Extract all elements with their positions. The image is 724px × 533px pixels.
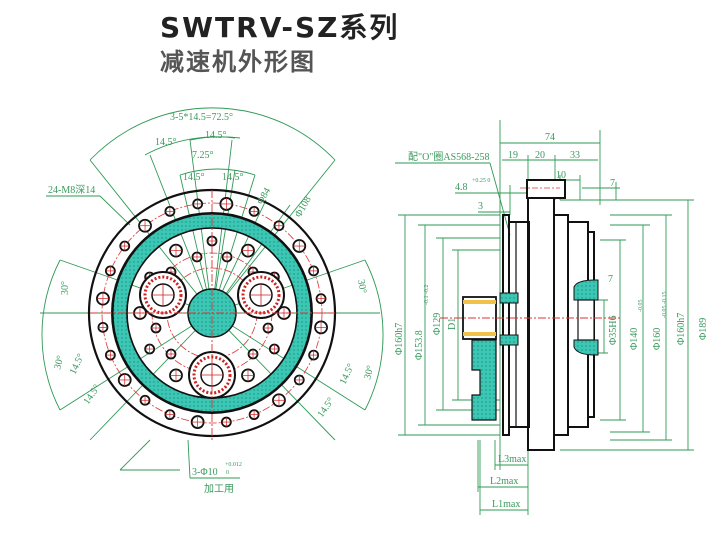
label-len-7-top: 7 xyxy=(610,178,615,189)
label-oring: 配"O"圈AS568-258 xyxy=(408,151,490,163)
label-pin-tol-lower: 0 xyxy=(226,470,229,476)
label-dia-160h7-left: Φ160h7 xyxy=(394,323,405,355)
label-len-10: 10 xyxy=(556,170,566,181)
label-dia-140: Φ140 xyxy=(629,328,640,350)
label-angle-right-b: 14.5° xyxy=(315,396,336,420)
label-angle-center: 7.25° xyxy=(192,150,214,161)
side-flange-main xyxy=(527,197,555,451)
label-process-note: 加工用 xyxy=(204,483,234,495)
page-title: SWTRV-SZ系列 xyxy=(160,11,400,44)
label-pin-tol-upper: +0.012 xyxy=(225,462,242,468)
label-d1: D1 xyxy=(447,318,458,330)
label-dia-160h7-right: Φ160h7 xyxy=(676,313,687,345)
label-dia-153: Φ153.8 xyxy=(414,330,425,360)
label-angle-inner-right: 14.5° xyxy=(222,172,244,183)
label-l3: L3max xyxy=(498,454,526,465)
label-dia-189: Φ189 xyxy=(698,318,709,340)
side-view: 74 19 20 33 10 7 配"O"圈AS568-258 4.8 +0.2… xyxy=(394,120,709,515)
label-dia-160: Φ160 xyxy=(652,328,663,350)
label-angle-right-upper: 30° xyxy=(355,279,368,295)
pitch-arc-inner xyxy=(179,168,256,176)
pitch-arc-total xyxy=(89,107,336,161)
label-dia-153-tol: -0.1 -0.2 xyxy=(424,285,430,306)
bearing-right xyxy=(237,271,285,319)
label-length-total: 74 xyxy=(545,132,555,143)
label-angle-left-upper: 30° xyxy=(60,281,71,295)
label-angle-left-a: 14.5° xyxy=(68,352,87,376)
page-subtitle: 减速机外形图 xyxy=(160,48,316,76)
label-angle-right-lower: 30° xyxy=(362,364,376,380)
label-pitch-total: 3-5*14.5=72.5° xyxy=(170,112,233,123)
label-len-3: 3 xyxy=(478,201,483,212)
label-tapped-holes: 24-M8深14 xyxy=(48,184,95,196)
label-dia-129: Φ129 xyxy=(432,313,443,335)
label-dia-140-tol: -0.05 xyxy=(638,300,644,313)
label-dia-35h6: Φ35H6 xyxy=(608,315,619,345)
label-len-20: 20 xyxy=(535,150,545,161)
output-seal-top xyxy=(573,279,599,301)
seal-hatched xyxy=(471,339,497,421)
left-angle-arc xyxy=(41,259,61,411)
right-angle-arc xyxy=(364,259,384,411)
label-dia-108: Φ108 xyxy=(293,195,314,220)
label-angle-left-lower: 30° xyxy=(52,354,66,370)
top-boss xyxy=(526,179,566,199)
label-angle-outer-right: 14.5° xyxy=(205,130,227,141)
label-angle-outer-left: 14.5° xyxy=(155,137,177,148)
label-angle-right-a: 14.5° xyxy=(338,362,357,386)
label-len-19: 19 xyxy=(508,150,518,161)
bearing-left xyxy=(139,271,187,319)
label-len-33: 33 xyxy=(570,150,580,161)
label-angle-left-b: 14.5° xyxy=(81,383,102,407)
label-dia-160-tol: -0.05 -0.15 xyxy=(662,292,668,319)
label-groove: 4.8 xyxy=(455,182,468,193)
outer-bolt-holes xyxy=(96,197,328,429)
front-view: 3-5*14.5=72.5° 14.5° 14.5° 7.25° 14.5° 1… xyxy=(40,107,384,495)
label-len-7-right: 7 xyxy=(608,274,613,285)
label-l2: L2max xyxy=(490,476,518,487)
label-dia-84: Φ84 xyxy=(255,186,273,206)
label-groove-tol: +0.25 0 xyxy=(472,178,490,184)
label-angle-inner-left: 14.5° xyxy=(183,172,205,183)
label-pin-holes: 3-Φ10 xyxy=(192,467,218,478)
label-l1: L1max xyxy=(492,499,520,510)
output-seal-bottom xyxy=(573,339,599,356)
